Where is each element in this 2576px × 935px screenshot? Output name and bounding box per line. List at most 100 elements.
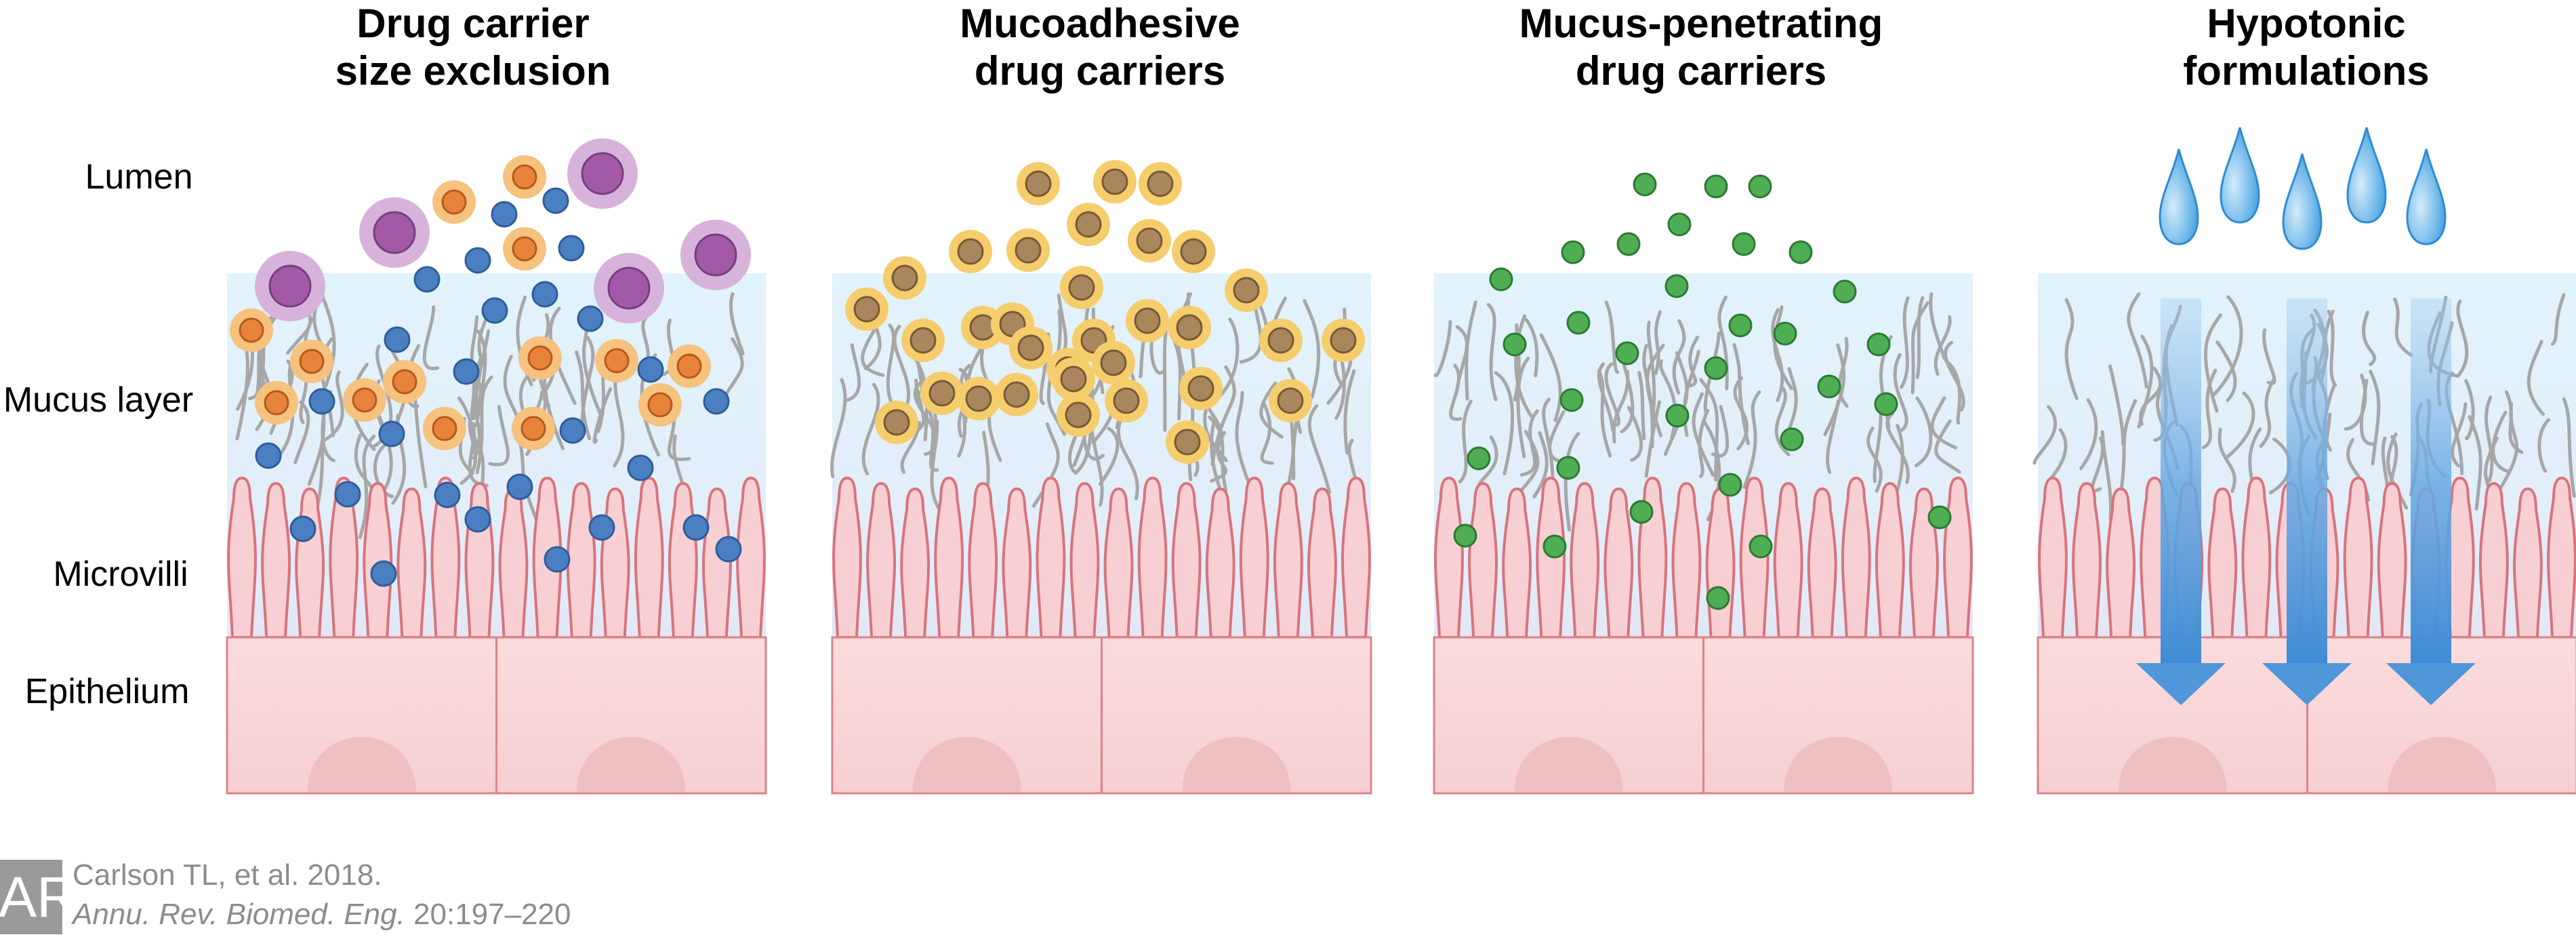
mucus-penetrating-carrier [1704, 174, 1728, 199]
mucus-fiber [307, 410, 326, 486]
microvillus [2377, 481, 2407, 639]
mucus-fiber [1900, 296, 1910, 389]
mucoadhesive-carrier [901, 319, 945, 362]
mucoadhesive-carrier [949, 230, 992, 273]
microvillus [363, 481, 393, 639]
epithelium-cells [226, 636, 767, 795]
mucus-penetrating-carrier [1817, 374, 1841, 399]
mucus-penetrating-carrier [1749, 534, 1773, 559]
mucus-fiber [1774, 384, 1791, 456]
mucoadhesive-carrier-core [1267, 327, 1294, 354]
nucleus [2118, 737, 2227, 792]
microvillus [2038, 476, 2068, 639]
mucoadhesive-carrier [1093, 160, 1137, 203]
mucus-fiber [1235, 391, 1254, 492]
mucoadhesive-carrier [1009, 326, 1052, 370]
mucus-fiber [1542, 397, 1555, 482]
microvillus [430, 476, 461, 639]
mucus-fiber [1343, 369, 1356, 455]
blue-carrier [370, 560, 397, 587]
panel-3 [1433, 273, 1974, 795]
water-flow-arrow [2386, 298, 2476, 705]
mucus-fiber [1654, 310, 1662, 376]
mucus-fiber [913, 381, 937, 441]
mucus-penetrating-carrier [1502, 332, 1527, 357]
purple-carrier-core [607, 266, 651, 310]
mucus-penetrating-carrier-core [1667, 212, 1692, 237]
mucus-fiber [1260, 402, 1274, 465]
mucus-penetrating-carrier-core [1615, 341, 1639, 365]
mucus-fiber [2484, 395, 2494, 483]
blue-carrier [464, 247, 491, 274]
citation-volume-pages: 20:197–220 [405, 898, 571, 931]
orange-carrier [290, 340, 333, 383]
mucus-penetrating-carrier-core [1833, 279, 1857, 304]
mucus-fiber [1539, 333, 1562, 422]
mucus-fiber [1307, 404, 1332, 494]
mucus-penetrating-carrier [1748, 174, 1772, 199]
blue-carrier [544, 546, 571, 573]
mucus-penetrating-carrier-core [1664, 274, 1689, 298]
mucus-fiber [1930, 396, 1957, 450]
mucus-fiber [1944, 340, 1965, 412]
blue-carrier-core [627, 454, 654, 481]
microvillus [1205, 487, 1235, 639]
mucus-fiber [2259, 378, 2275, 448]
epithelium-cells [1433, 636, 1974, 795]
purple-carrier-core [373, 211, 416, 254]
mucus-fiber [474, 329, 487, 428]
mucus-fiber [1524, 318, 1539, 378]
mucus-fiber [2550, 293, 2566, 346]
mucus-fiber [2393, 297, 2413, 357]
mucoadhesive-carrier-core [1101, 168, 1128, 195]
blue-carrier [588, 514, 615, 541]
mucoadhesive-carrier [845, 287, 888, 331]
microvillus [2241, 476, 2272, 639]
panel-title-line: Mucus-penetrating [1519, 1, 1883, 46]
mucoadhesive-carrier-core [1233, 277, 1260, 304]
mucoadhesive-carrier-core [909, 327, 937, 354]
mucoadhesive-carrier-core [928, 380, 956, 407]
mucus-penetrating-carrier-core [1566, 311, 1591, 335]
mucus-fiber [354, 433, 373, 490]
blue-carrier-core [559, 417, 586, 444]
orange-carrier-core [299, 349, 325, 374]
arrow-head [2262, 663, 2352, 705]
orange-carrier-core [352, 387, 377, 413]
blue-carrier [531, 281, 558, 308]
mucus-penetrating-carrier [1833, 279, 1857, 304]
mucus-fiber [579, 336, 595, 437]
blue-carrier [453, 358, 480, 385]
mucus-layer-label: Mucus layer [3, 380, 193, 420]
mucoadhesive-carrier-core [1025, 170, 1052, 197]
mucus-fiber [2456, 299, 2469, 378]
blue-carrier-core [682, 514, 710, 541]
purple-carrier [255, 251, 325, 321]
orange-carrier-core [527, 345, 553, 371]
mucus-fiber [900, 420, 922, 474]
microvillus [329, 476, 359, 639]
panel-title-mucus-penetrating: Mucus-penetrating drug carriers [1519, 1, 1883, 94]
mucoadhesive-carrier [1168, 306, 1211, 349]
water-drop [2282, 153, 2323, 250]
orange-carrier-core [604, 348, 630, 374]
mucus-fiber [1866, 426, 1883, 493]
mucus-penetrating-carrier-core [1467, 446, 1491, 471]
mucoadhesive-carrier [1179, 367, 1223, 410]
orange-carrier [423, 407, 466, 450]
blue-carrier [308, 388, 335, 415]
mucoadhesive-carrier-core [1330, 327, 1357, 354]
mucus-fiber [1910, 301, 1929, 395]
microvillus [968, 481, 998, 639]
blue-carrier [255, 442, 282, 469]
orange-carrier-core [264, 390, 289, 416]
mucus-fiber [1742, 390, 1761, 490]
blue-carrier-core [289, 515, 316, 542]
logo-text: AR [0, 865, 78, 929]
arrow-head [2136, 663, 2226, 705]
blue-carrier [491, 201, 518, 228]
mucus-penetrating-carrier-core [1866, 332, 1891, 357]
mucus-penetrating-carrier [1489, 267, 1513, 292]
mucus-penetrating-carrier-core [1489, 267, 1513, 292]
mucus-penetrating-carrier [1561, 240, 1585, 264]
